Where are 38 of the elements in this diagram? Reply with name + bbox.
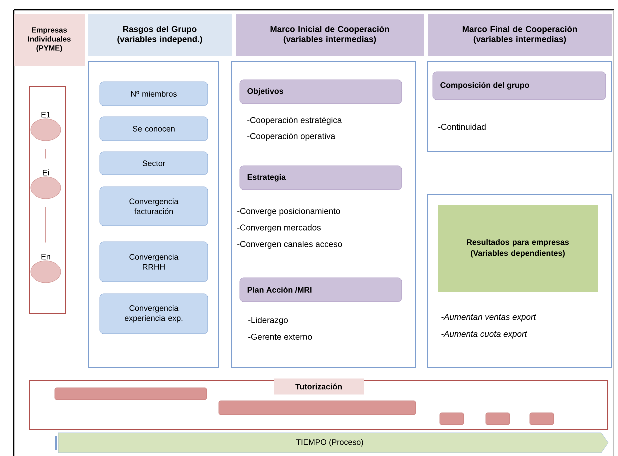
bullet-text: -Gerente externo [248,334,312,340]
tutoring-bar [530,412,554,426]
column-frame [428,194,612,368]
tutoring-bar [440,412,464,426]
results-box: Resultados para empresas (Variables dependientes) [438,205,598,292]
bullet-text: -Converge posicionamiento [238,208,340,216]
bullet-text: -Convergen mercados [238,224,321,232]
bullet-text: -Cooperación operativa [248,133,336,141]
variable-box: Sector [100,152,208,176]
bullet-text: -Convergen canales acceso [238,241,342,249]
column-frame [88,62,220,368]
variable-box: Convergencia facturación [100,186,208,226]
column-frame [232,62,416,368]
tutoring-bar [486,412,510,426]
variable-box: Convergencia RRHH [100,242,208,282]
tutoring-bar [54,388,208,400]
section-box: Plan Acción /MRI [240,278,402,302]
bullet-text: -Continuidad [438,124,486,130]
bullet-text: -Liderazgo [248,317,288,325]
section-box: Objetivos [240,80,402,104]
column-frame [428,62,612,152]
variable-box: Nº miembros [100,82,208,106]
column-header: Rasgos del Grupo (variables independ.) [88,14,232,56]
tutoring-bar [218,400,416,416]
node-label: E1 [42,112,51,118]
column-frame [30,86,66,314]
variable-box: Se conocen [100,116,208,142]
tutoring-band: Tutorización [30,378,608,430]
section-box: Estrategia [240,166,402,190]
column-header: Marco Inicial de Cooperación (variables intermedias) [236,14,424,56]
bullet-text: -Aumenta cuota export [442,331,528,339]
bullet-text: -Cooperación estratégica [248,117,342,125]
bullet-text: -Aumentan ventas export [442,314,536,322]
node-label: En [42,254,50,260]
variable-box: Convergencia experiencia exp. [100,294,208,334]
section-box: Composición del grupo [432,72,606,100]
node-label: Ei [43,170,50,176]
column-header: Marco Final de Cooperación (variables intermedias) [428,14,612,56]
